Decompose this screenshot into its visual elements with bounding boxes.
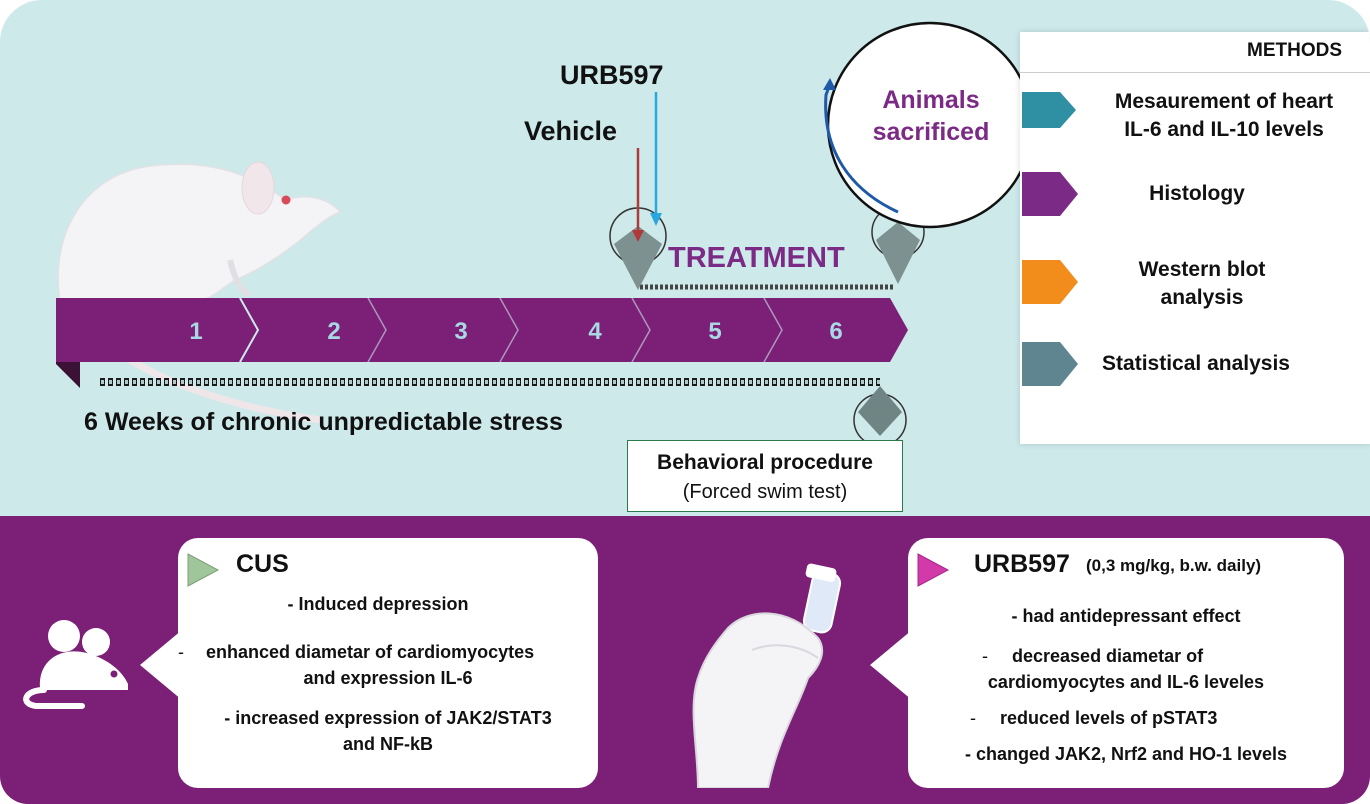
method-tag-icon [1022, 260, 1078, 304]
urb597-point: - [970, 708, 976, 728]
methods-title: METHODS [1247, 40, 1342, 61]
method-label: IL-6 and IL-10 levels [1124, 118, 1324, 141]
behavioral-subtitle: (Forced swim test) [682, 481, 848, 503]
cus-point: and NF-kB [343, 734, 433, 754]
cus-point: enhanced diametar of cardiomyocytes [206, 642, 535, 662]
urb597-point: cardiomyocytes and IL-6 leveles [987, 672, 1265, 692]
timeline-graphics [56, 21, 1034, 447]
week-3-label: 3 [454, 318, 468, 345]
stress-label: 6 Weeks of chronic unpredictable stress [84, 408, 563, 436]
method-tag-icon [1022, 342, 1078, 386]
sacrificed-line2: sacrificed [872, 118, 990, 146]
methods-panel: METHODS Mesaurement of heart IL-6 and IL… [1020, 32, 1370, 444]
method-tag-icon [1022, 172, 1078, 216]
sacrificed-line1: Animals [882, 86, 980, 114]
treatment-label: TREATMENT [668, 242, 845, 274]
cus-triangle-icon [187, 553, 220, 587]
card-pointer [870, 630, 912, 700]
timeline-panel: 1 2 3 4 5 6 6 Weeks of chronic unpredict… [0, 0, 1370, 520]
urb597-point: reduced levels of pSTAT3 [1000, 708, 1218, 728]
urb597-label: URB597 [560, 60, 664, 90]
week-2-label: 2 [327, 318, 341, 345]
urb597-dose: (0,3 mg/kg, b.w. daily) [1086, 556, 1262, 575]
method-label: Statistical analysis [1102, 352, 1290, 375]
method-tag-icon [1022, 92, 1076, 128]
gloved-hand-illustration [692, 563, 842, 788]
cus-point: - increased expression of JAK2/STAT3 [224, 708, 552, 728]
urb597-point: - had antidepressant effect [1011, 606, 1241, 626]
behavioral-box: Behavioral procedure (Forced swim test) [627, 440, 903, 512]
week-1-label: 1 [189, 318, 203, 345]
cus-card: CUS - Induced depression - enhanced diam… [140, 538, 598, 788]
card-pointer [140, 630, 182, 700]
methods-divider [1020, 72, 1370, 73]
urb597-triangle-icon [917, 553, 950, 587]
week-divider [631, 297, 651, 363]
cus-point: - [178, 642, 184, 662]
timeline-arrow [56, 298, 908, 362]
results-panel: CUS - Induced depression - enhanced diam… [0, 516, 1370, 804]
mouse-icon [23, 620, 129, 709]
cycle-arrow [824, 83, 899, 214]
cus-title: CUS [236, 550, 289, 578]
method-label: Western blot [1138, 258, 1266, 281]
week-divider [239, 297, 260, 363]
cus-point: and expression IL-6 [303, 668, 473, 688]
vehicle-label: Vehicle [524, 116, 618, 146]
week-divider [367, 297, 387, 363]
week-5-label: 5 [708, 318, 722, 345]
behavioral-pin [858, 386, 902, 436]
cus-point: - Induced depression [287, 594, 469, 614]
sacrifice-pin [876, 222, 920, 284]
week-divider [499, 297, 519, 363]
method-label: analysis [1160, 286, 1244, 309]
week-4-label: 4 [588, 318, 602, 345]
urb597-title: URB597 [974, 550, 1070, 578]
week-6-label: 6 [829, 318, 843, 345]
urb597-point: - changed JAK2, Nrf2 and HO-1 levels [964, 744, 1288, 764]
white-rat-illustration [57, 161, 342, 424]
urb597-point: - [982, 646, 988, 666]
behavioral-title: Behavioral procedure [657, 451, 873, 474]
method-label: Mesaurement of heart [1114, 90, 1334, 113]
urb597-point: decreased diametar of [1012, 646, 1204, 666]
method-label: Histology [1149, 182, 1245, 205]
urb597-card: URB597 (0,3 mg/kg, b.w. daily) - had ant… [870, 538, 1344, 788]
treatment-start-pin [614, 226, 662, 290]
week-divider [763, 297, 783, 363]
